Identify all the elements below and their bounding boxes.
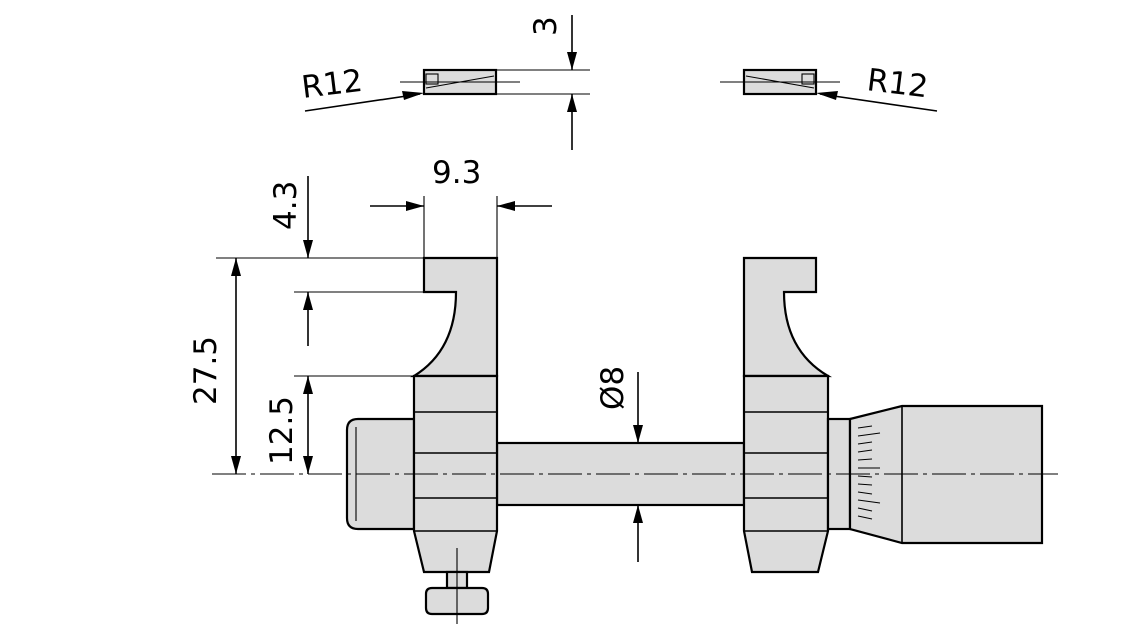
- left-jaw: [410, 256, 499, 378]
- rod-diameter-dimension: Ø8: [595, 366, 643, 562]
- top-detail-right: R12: [720, 62, 938, 112]
- right-jaw: [742, 256, 833, 378]
- jaw-width-dimension: 9.3: [370, 155, 552, 258]
- hub-height-dimension: 12.5: [264, 375, 414, 474]
- radius-left-label: R12: [300, 63, 365, 106]
- total-height-dimension: 27.5: [188, 258, 241, 474]
- top-detail-left: R12: [300, 63, 520, 112]
- left-tip-notch: [425, 73, 439, 85]
- jaw-tip-label: 4.3: [268, 181, 304, 230]
- jaw-width-label: 9.3: [432, 155, 481, 191]
- radius-right-label: R12: [865, 62, 930, 105]
- thimble-graduations: [857, 425, 881, 520]
- hub-height-label: 12.5: [264, 396, 300, 465]
- clearance-dimension: 3: [496, 15, 590, 150]
- rod-diameter-label: Ø8: [595, 366, 631, 410]
- total-height-label: 27.5: [188, 336, 224, 405]
- clearance-label: 3: [528, 16, 564, 36]
- right-tip-notch: [801, 73, 815, 85]
- jaw-tip-dimension: 4.3: [216, 176, 424, 346]
